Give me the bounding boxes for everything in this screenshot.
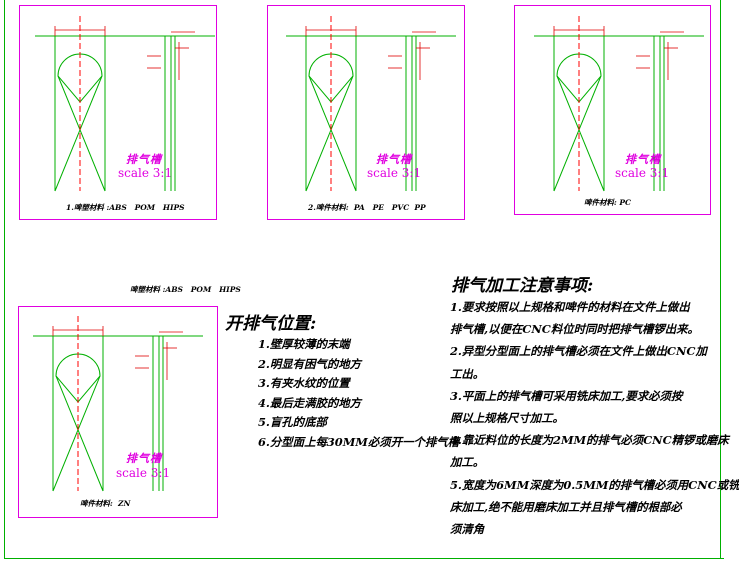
- panel-1-slot-label: 排气槽: [126, 153, 162, 166]
- drawing-geometry: [33, 16, 704, 492]
- note-line: 排气槽,以便在CNC料位时同时把排气槽锣出来。: [450, 322, 699, 337]
- panel-2-slot-label: 排气槽: [376, 153, 412, 166]
- positions-heading: 开排气位置:: [225, 314, 317, 334]
- panel-4-slot-label: 排气槽: [126, 452, 162, 465]
- position-item: 1.壁厚较薄的末端: [258, 337, 350, 351]
- position-item: 3.有夹水纹的位置: [258, 376, 350, 390]
- position-item: 5.盲孔的底部: [258, 415, 327, 429]
- panel-frame-3: [514, 5, 711, 215]
- panel-frame-1: [19, 5, 217, 220]
- panel-3-material: 啤件材料: PC: [584, 198, 631, 207]
- position-item: 2.明显有困气的地方: [258, 356, 362, 371]
- panel-2-scale: scale 3:1: [367, 166, 422, 180]
- note-line: 4.靠近料位的长度为2MM的排气必须CNC精锣或磨床: [450, 433, 729, 448]
- note-line: 2.异型分型面上的排气槽必须在文件上做出CNC加: [450, 344, 707, 359]
- outer-border-bottom: [4, 558, 724, 559]
- note-line: 5.宽度为6MM深度为0.5MM的排气槽必须用CNC或铣: [450, 477, 739, 492]
- outer-border-right: [720, 0, 721, 558]
- panel-1-material: 1.啤塑材料 :ABS POM HIPS: [66, 203, 185, 212]
- position-item: 4.最后走满胶的地方: [258, 395, 362, 410]
- note-line: 1.要求按照以上规格和啤件的材料在文件上做出: [450, 300, 690, 314]
- notes-heading: 排气加工注意事项:: [451, 276, 594, 296]
- note-line: 3.平面上的排气槽可采用铣床加工,要求必须按: [450, 388, 683, 403]
- outer-border-left: [4, 0, 5, 558]
- panel-2-material: 2.啤件材料: PA PE PVC PP: [308, 203, 426, 212]
- panel-frame-2: [267, 5, 465, 220]
- panel-frame-4: [18, 306, 218, 518]
- note-line: 照以上规格尺寸加工。: [450, 411, 564, 425]
- floating-material-label: 啤塑材料 :ABS POM HIPS: [130, 285, 241, 294]
- note-line: 床加工,绝不能用磨床加工并且排气槽的根部必: [450, 499, 682, 514]
- note-line: 工出。: [450, 366, 485, 381]
- note-line: 须清角: [450, 522, 485, 536]
- panel-4-material: 啤件材料: ZN: [80, 499, 131, 508]
- note-line: 加工。: [450, 455, 485, 470]
- position-item: 6.分型面上每30MM必须开一个排气槽: [258, 434, 460, 449]
- panel-3-scale: scale 3:1: [615, 166, 670, 180]
- panel-4-scale: scale 3:1: [116, 466, 171, 480]
- panel-3-slot-label: 排气槽: [625, 153, 661, 166]
- panel-1-scale: scale 3:1: [118, 166, 173, 180]
